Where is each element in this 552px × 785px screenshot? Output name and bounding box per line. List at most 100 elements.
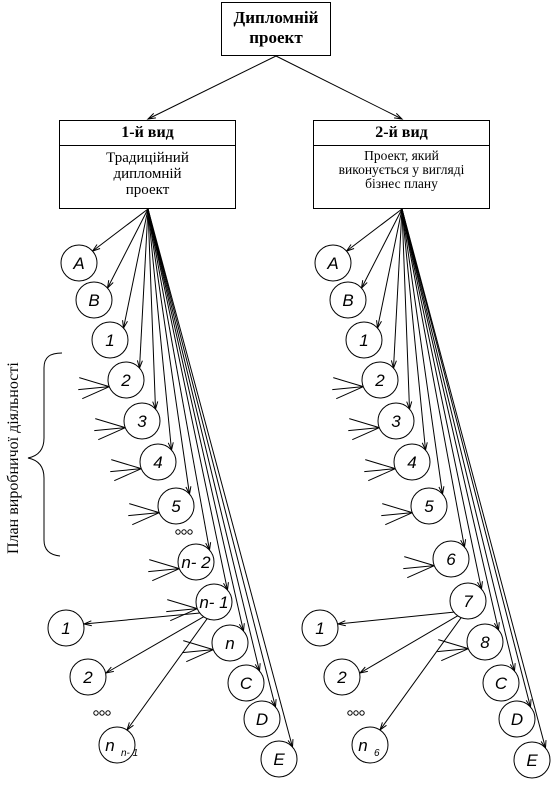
connector-left-node-12 <box>147 208 294 749</box>
left-node-1-label: B <box>88 291 99 310</box>
right-node-6: 5 <box>410 487 448 525</box>
right-node-2-label: 1 <box>359 331 368 350</box>
right-node-3-label: 2 <box>374 371 385 390</box>
right-node-8-label: 7 <box>463 592 473 611</box>
right-node-4: 3 <box>377 402 415 440</box>
right-node-11-label: D <box>511 710 523 729</box>
left-node-1: B <box>75 281 113 319</box>
connector-right-subnode-0 <box>336 610 467 627</box>
right-node-10-label: C <box>495 674 508 693</box>
incoming-arrows-left-7 <box>148 559 180 582</box>
right-node-11: D <box>498 700 536 738</box>
left-node-8: n- 1 <box>195 583 233 621</box>
incoming-arrows-left-9 <box>182 640 214 663</box>
right-node-1: B <box>329 281 367 319</box>
left-node-12-label: E <box>273 750 285 769</box>
left-node-0: A <box>60 244 98 282</box>
left-desc-line: дипломній <box>113 166 182 182</box>
right-desc-line: бізнес плану <box>365 176 438 191</box>
right-subnode-last-subscript: 6 <box>374 748 380 759</box>
right-node-9: 8 <box>466 623 504 661</box>
left-node-7: n- 2 <box>177 543 215 581</box>
right-desc-line: Проект, який <box>364 148 439 163</box>
left-node-5: 4 <box>139 443 177 481</box>
left-node-6-label: 5 <box>171 497 181 516</box>
root-title-line1: Дипломній <box>233 8 319 27</box>
ellipsis-left-1 <box>93 710 111 716</box>
left-node-2-label: 1 <box>105 331 114 350</box>
incoming-arrows-left-4 <box>94 418 126 441</box>
right-node-9-label: 8 <box>480 633 490 652</box>
right-subnode-1: 2 <box>323 658 361 696</box>
ellipsis-right-0 <box>347 710 365 716</box>
connector-right-subnode-last <box>379 610 467 732</box>
connector-left-subnode-1 <box>104 611 213 674</box>
incoming-arrows-right-7 <box>403 556 435 579</box>
left-node-4: 3 <box>123 402 161 440</box>
left-type-box: 1-й вид Традиційний дипломній проект <box>59 120 236 209</box>
connector-left-node-1 <box>106 208 149 290</box>
right-type-description: Проект, який виконується у вигляді бізне… <box>314 146 489 191</box>
root-title-line2: проект <box>249 28 303 47</box>
left-node-9: n <box>211 624 249 662</box>
extras: ooo <box>27 352 365 716</box>
right-node-4-label: 3 <box>391 412 401 431</box>
right-node-12-label: E <box>526 751 538 770</box>
left-subnode-0-label: 1 <box>61 619 70 638</box>
right-type-header: 2-й вид <box>314 121 489 146</box>
connector-right-node-8 <box>401 208 483 591</box>
incoming-arrows-right-4 <box>348 418 380 441</box>
connector-left-subnode-last <box>126 611 213 732</box>
curly-brace <box>27 352 63 557</box>
left-subnode-last-subscript: n- 1 <box>121 748 138 759</box>
root-box: Дипломній проект <box>221 2 331 56</box>
left-node-2: 1 <box>91 321 129 359</box>
connector-right-node-12 <box>401 208 547 750</box>
right-node-7: 6 <box>432 540 470 578</box>
left-node-6: 5 <box>157 487 195 525</box>
right-subnode-0-label: 1 <box>315 619 324 638</box>
right-node-0-label: A <box>326 254 338 273</box>
right-node-5-label: 4 <box>407 453 416 472</box>
right-node-1-label: B <box>342 291 353 310</box>
left-subnode-1-label: 2 <box>82 668 93 687</box>
incoming-arrows-left-5 <box>110 459 142 482</box>
left-node-11-label: D <box>256 710 268 729</box>
incoming-arrows-right-5 <box>364 459 396 482</box>
left-node-9-label: n <box>225 634 234 653</box>
right-node-7-label: 6 <box>446 550 456 569</box>
incoming-arrows-right-3 <box>332 377 364 400</box>
ellipsis-left-0 <box>175 529 193 535</box>
right-node-2: 1 <box>345 321 383 359</box>
left-node-5-label: 4 <box>153 453 162 472</box>
left-subnode-1: 2 <box>69 658 107 696</box>
left-node-7-label: n- 2 <box>181 553 211 572</box>
right-node-10: C <box>482 664 520 702</box>
right-subnode-last-label: n <box>358 736 367 755</box>
right-desc-line: виконується у вигляді <box>338 162 465 177</box>
left-node-3-label: 2 <box>120 371 131 390</box>
right-node-6-label: 5 <box>424 497 434 516</box>
right-node-8: 7 <box>449 582 487 620</box>
connector-right-node-0 <box>345 208 403 253</box>
right-node-3: 2 <box>361 361 399 399</box>
left-node-0-label: A <box>72 254 84 273</box>
left-node-10-label: C <box>240 674 253 693</box>
right-node-12: E <box>513 741 551 779</box>
incoming-arrows-left-3 <box>78 377 110 400</box>
left-node-3: 2 <box>107 361 145 399</box>
left-desc-line: Традиційний <box>106 150 189 166</box>
connector-root-right <box>275 55 404 120</box>
right-subnode-1-label: 2 <box>336 668 347 687</box>
left-subnode-last-label: n <box>105 736 114 755</box>
connector-root-left <box>146 55 277 120</box>
left-subnode-0: 1 <box>47 609 85 647</box>
right-subnode-0: 1 <box>301 609 339 647</box>
left-node-12: E <box>260 740 298 778</box>
left-node-8-label: n- 1 <box>199 593 228 612</box>
connectors <box>78 55 547 750</box>
right-type-box: 2-й вид Проект, який виконується у вигля… <box>313 120 490 209</box>
